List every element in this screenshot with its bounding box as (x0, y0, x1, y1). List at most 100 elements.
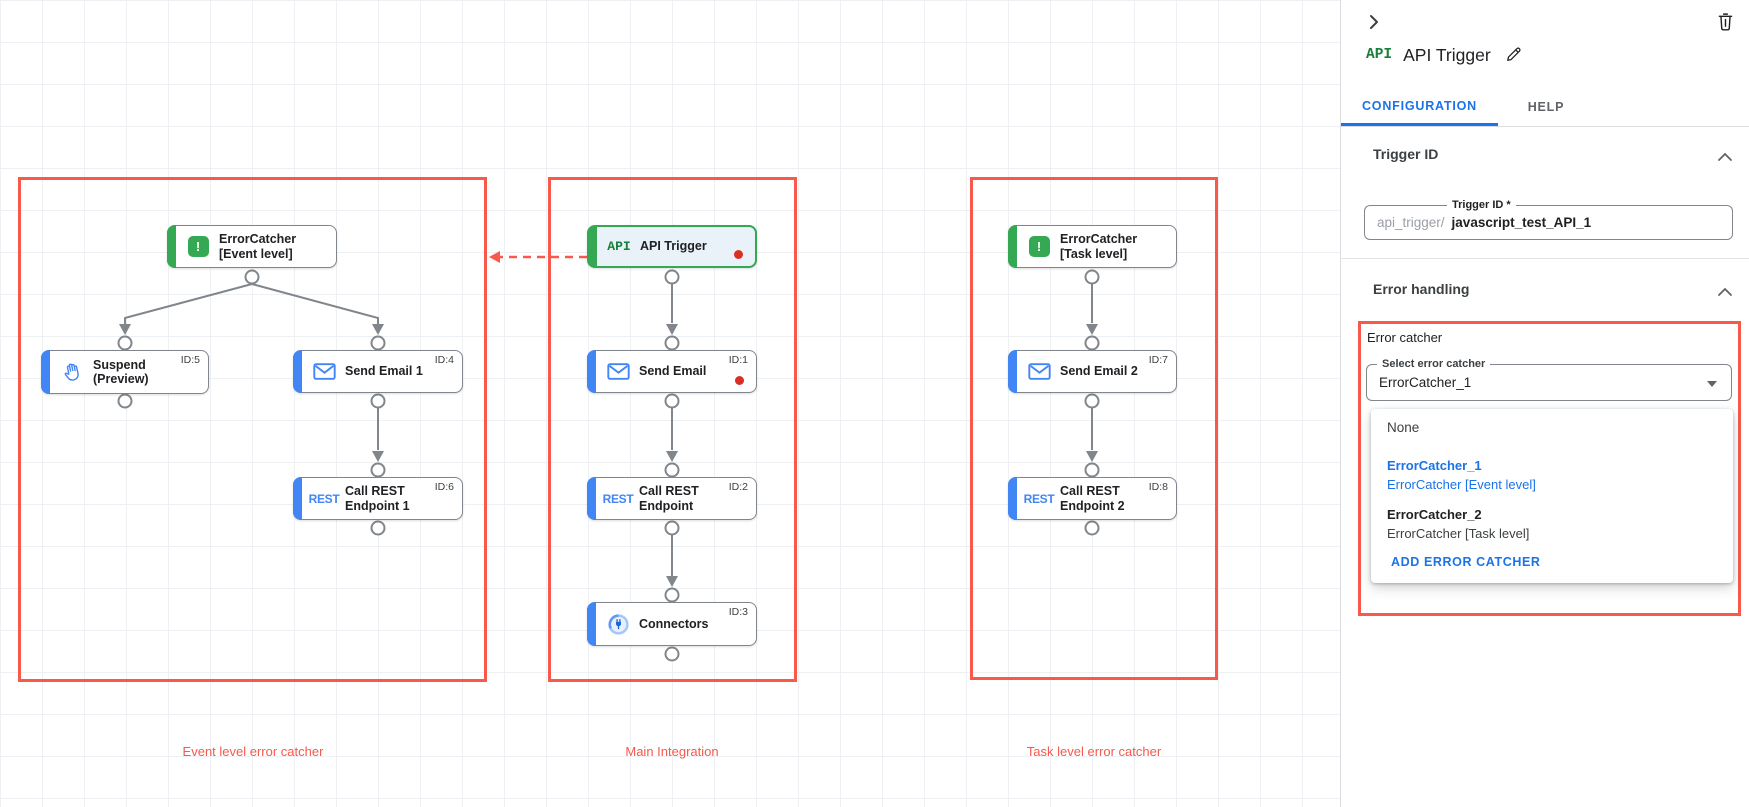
edit-title-button[interactable] (1503, 44, 1525, 66)
workflow-canvas[interactable]: ! ErrorCatcher [Event level] Suspend (Pr… (0, 0, 1340, 807)
group-outline-main-integration (548, 177, 797, 682)
error-catcher-label: Error catcher (1367, 330, 1443, 345)
edge-arrowheads (119, 324, 1098, 587)
trash-icon (1718, 13, 1732, 31)
node-label: Connectors (639, 616, 709, 631)
edges-layer (117, 251, 1100, 662)
node-accent-bar (293, 477, 302, 520)
section-heading-trigger-id: Trigger ID (1373, 146, 1439, 162)
error-catcher-highlight-outline: Error catcher Select error catcher Error… (1358, 321, 1741, 616)
delete-trigger-button[interactable] (1714, 12, 1736, 34)
node-accent-bar (1008, 350, 1017, 393)
rest-icon: REST (602, 491, 634, 506)
node-call-rest-endpoint[interactable]: REST Call REST Endpoint ID:2 (587, 477, 757, 520)
rest-icon: REST (308, 491, 340, 506)
node-label: Suspend (Preview) (93, 357, 149, 386)
node-id-badge: ID:5 (180, 354, 200, 366)
node-suspend-preview[interactable]: Suspend (Preview) ID:5 (41, 350, 209, 394)
config-panel: API API Trigger CONFIGURATION HELP Trigg… (1340, 0, 1749, 807)
error-catcher-icon: ! (184, 236, 212, 257)
node-id-badge: ID:8 (1148, 481, 1168, 493)
node-accent-bar (293, 350, 302, 393)
suspend-hand-icon (58, 362, 86, 383)
panel-title-row: API API Trigger (1366, 44, 1525, 66)
node-api-trigger[interactable]: API API Trigger (587, 225, 757, 268)
error-indicator-dot (734, 250, 743, 259)
panel-tabs: CONFIGURATION HELP (1341, 88, 1749, 127)
group-caption-main-integration: Main Integration (625, 744, 719, 759)
node-id-badge: ID:6 (434, 481, 454, 493)
node-connectors[interactable]: Connectors ID:3 (587, 602, 757, 646)
group-outline-event-level-error-catcher (18, 177, 487, 682)
node-errorcatcher-task-level[interactable]: ! ErrorCatcher [Task level] (1008, 225, 1177, 268)
node-errorcatcher-event-level[interactable]: ! ErrorCatcher [Event level] (167, 225, 337, 268)
email-icon (604, 363, 632, 380)
section-heading-error-handling: Error handling (1373, 281, 1470, 297)
group-outline-task-level-error-catcher (970, 177, 1218, 680)
error-catcher-link-arrow (489, 251, 587, 263)
email-icon (1025, 363, 1053, 380)
dropdown-arrow-icon (1707, 381, 1717, 387)
chevron-right-icon (1370, 14, 1378, 29)
node-accent-bar (588, 226, 597, 267)
node-accent-bar (587, 602, 596, 646)
node-id-badge: ID:3 (728, 606, 748, 618)
collapse-section-error-handling[interactable] (1715, 285, 1735, 299)
option-errorcatcher-2-desc[interactable]: ErrorCatcher [Task level] (1387, 526, 1530, 541)
node-accent-bar (41, 350, 50, 394)
node-id-badge: ID:4 (434, 354, 454, 366)
collapse-section-trigger-id[interactable] (1715, 150, 1735, 164)
api-trigger-icon: API (607, 239, 631, 254)
node-accent-bar (1008, 477, 1017, 520)
node-accent-bar (167, 225, 176, 268)
rest-icon: REST (1023, 491, 1055, 506)
add-error-catcher-button[interactable]: ADD ERROR CATCHER (1389, 551, 1543, 573)
node-label: API Trigger (640, 239, 707, 254)
select-error-catcher-dropdown[interactable]: Select error catcher ErrorCatcher_1 (1366, 358, 1732, 401)
trigger-id-prefix: api_trigger/ (1377, 215, 1445, 230)
tab-help[interactable]: HELP (1498, 88, 1594, 126)
option-errorcatcher-1-name[interactable]: ErrorCatcher_1 (1387, 458, 1482, 473)
node-call-rest-endpoint-1[interactable]: REST Call REST Endpoint 1 ID:6 (293, 477, 463, 520)
error-catcher-options-menu: None ErrorCatcher_1 ErrorCatcher [Event … (1371, 409, 1733, 583)
select-error-catcher-value: ErrorCatcher_1 (1379, 375, 1472, 390)
api-trigger-badge-icon: API (1366, 47, 1393, 63)
node-label: Call REST Endpoint 2 (1060, 484, 1125, 513)
email-icon (310, 363, 338, 380)
group-caption-event-level: Event level error catcher (182, 744, 324, 759)
node-label: Send Email 2 (1060, 364, 1138, 379)
node-send-email[interactable]: Send Email ID:1 (587, 350, 757, 393)
collapse-panel-button[interactable] (1362, 11, 1386, 35)
error-indicator-dot (735, 376, 744, 385)
pencil-icon (1506, 47, 1521, 61)
node-ports (117, 269, 1100, 662)
select-error-catcher-label: Select error catcher (1377, 358, 1491, 370)
node-send-email-1[interactable]: Send Email 1 ID:4 (293, 350, 463, 393)
trigger-id-value: javascript_test_API_1 (1451, 215, 1592, 230)
tab-configuration[interactable]: CONFIGURATION (1341, 88, 1498, 126)
panel-title: API Trigger (1403, 44, 1491, 65)
node-accent-bar (1008, 225, 1017, 268)
error-catcher-icon: ! (1025, 236, 1053, 257)
node-call-rest-endpoint-2[interactable]: REST Call REST Endpoint 2 ID:8 (1008, 477, 1177, 520)
chevron-up-icon (1718, 287, 1732, 296)
section-divider (1341, 258, 1749, 259)
connectors-icon (604, 613, 632, 636)
option-errorcatcher-2-name[interactable]: ErrorCatcher_2 (1387, 507, 1482, 522)
edge-lines (124, 283, 1093, 576)
node-send-email-2[interactable]: Send Email 2 ID:7 (1008, 350, 1177, 393)
node-accent-bar (587, 477, 596, 520)
option-errorcatcher-1-desc[interactable]: ErrorCatcher [Event level] (1387, 477, 1536, 492)
node-id-badge: ID:2 (728, 481, 748, 493)
trigger-id-field[interactable]: Trigger ID * api_trigger/ javascript_tes… (1364, 199, 1733, 240)
trigger-id-field-label: Trigger ID * (1447, 199, 1516, 211)
node-label: Send Email (639, 364, 707, 379)
option-none[interactable]: None (1387, 420, 1420, 435)
group-caption-task-level: Task level error catcher (1026, 744, 1162, 759)
node-id-badge: ID:1 (728, 354, 748, 366)
node-label: Call REST Endpoint (639, 484, 699, 513)
node-accent-bar (587, 350, 596, 393)
chevron-up-icon (1718, 152, 1732, 161)
node-label: ErrorCatcher [Task level] (1060, 232, 1138, 261)
